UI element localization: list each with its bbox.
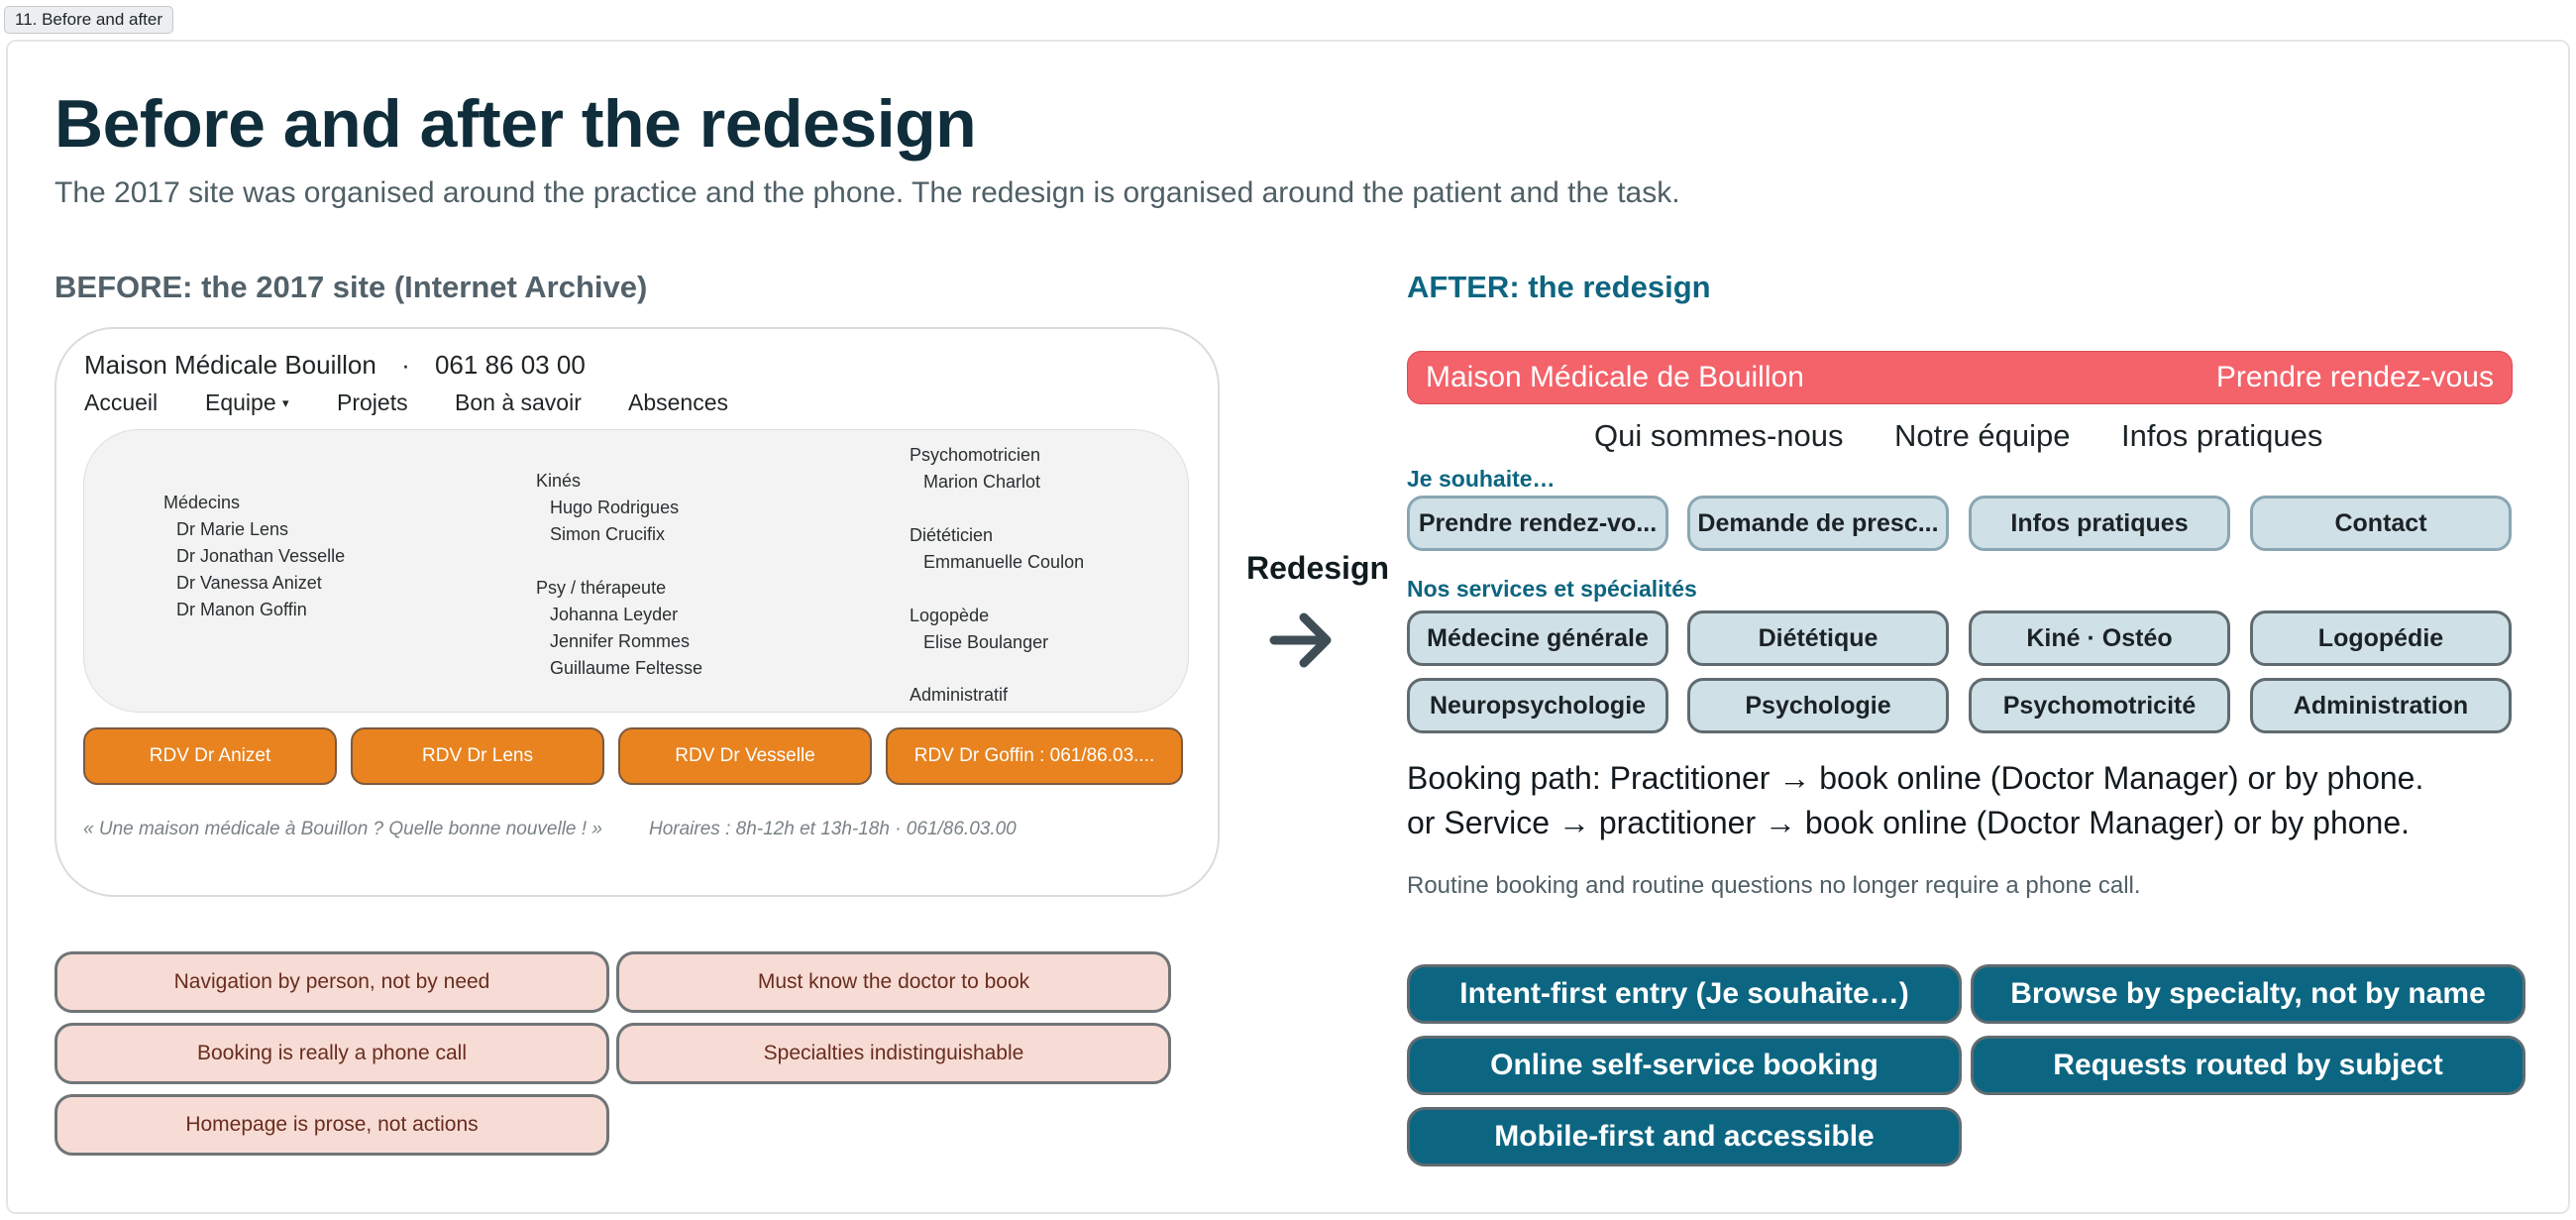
old-site-header: Maison Médicale Bouillon · 061 86 03 00	[84, 350, 586, 381]
service-chip[interactable]: Neuropsychologie	[1407, 678, 1668, 733]
service-chip[interactable]: Médecine générale	[1407, 610, 1668, 666]
old-nav-projets[interactable]: Projets	[337, 389, 408, 415]
old-site-separator: ·	[401, 350, 410, 380]
benefit-tag: Browse by specialty, not by name	[1971, 964, 2525, 1024]
rdv-goffin-button[interactable]: RDV Dr Goffin : 061/86.03....	[886, 727, 1183, 785]
intent-chip[interactable]: Contact	[2250, 496, 2512, 551]
team-member: Johanna Leyder	[550, 605, 679, 624]
team-member: Emmanuelle Coulon	[923, 552, 1085, 572]
caret-down-icon: ▾	[282, 395, 289, 410]
team-group-title: Logopède	[910, 606, 990, 625]
new-nav-practical-info[interactable]: Infos pratiques	[2121, 418, 2323, 453]
redesign-label: Redesign	[1246, 550, 1390, 586]
team-member: Dr Jonathan Vesselle	[176, 546, 346, 566]
old-nav-bon-a-savoir[interactable]: Bon à savoir	[455, 389, 582, 415]
team-member: Hugo Rodrigues	[550, 498, 680, 517]
after-note: Routine booking and routine questions no…	[1407, 872, 2141, 899]
new-nav-about[interactable]: Qui sommes-nous	[1594, 418, 1844, 453]
problem-tag: Specialties indistinguishable	[616, 1023, 1171, 1084]
page-title: Before and after the redesign	[54, 86, 977, 162]
old-team-panel	[83, 429, 1189, 713]
old-nav-accueil[interactable]: Accueil	[84, 389, 159, 415]
intent-chip[interactable]: Demande de presc...	[1687, 496, 1949, 551]
old-site-brand: Maison Médicale Bouillon	[84, 350, 376, 380]
service-chip[interactable]: Psychomotricité	[1969, 678, 2230, 733]
service-chip[interactable]: Diététique	[1687, 610, 1949, 666]
page-subtitle: The 2017 site was organised around the p…	[54, 176, 1680, 209]
problem-tag: Must know the doctor to book	[616, 951, 1171, 1013]
problem-tag: Homepage is prose, not actions	[54, 1094, 609, 1156]
team-member: Simon Crucifix	[550, 524, 666, 544]
rdv-vesselle-button[interactable]: RDV Dr Vesselle	[618, 727, 872, 785]
arrow-right-icon	[1269, 612, 1332, 668]
team-group-title: Diététicien	[910, 525, 994, 545]
problem-tag: Booking is really a phone call	[54, 1023, 609, 1084]
team-member: Guillaume Feltesse	[550, 658, 703, 678]
new-site-header-bar: Maison Médicale de Bouillon Prendre rend…	[1407, 351, 2513, 404]
before-heading: BEFORE: the 2017 site (Internet Archive)	[54, 270, 648, 304]
team-group-title: Kinés	[536, 471, 582, 491]
team-member: Dr Marie Lens	[176, 519, 289, 539]
old-nav-absences[interactable]: Absences	[628, 389, 729, 415]
team-member: Jennifer Rommes	[550, 631, 691, 651]
rdv-anizet-button[interactable]: RDV Dr Anizet	[83, 727, 337, 785]
benefit-tag: Online self-service booking	[1407, 1036, 1962, 1095]
old-nav-equipe[interactable]: Equipe ▾	[205, 389, 289, 416]
booking-path-line: Booking path: Practitioner → book online…	[1407, 760, 2424, 796]
benefit-tag: Requests routed by subject	[1971, 1036, 2525, 1095]
benefit-tag: Mobile-first and accessible	[1407, 1107, 1962, 1166]
old-site-phone: 061 86 03 00	[434, 350, 586, 380]
team-member: Elise Boulanger	[923, 632, 1049, 652]
service-chip[interactable]: Logopédie	[2250, 610, 2512, 666]
service-chip[interactable]: Psychologie	[1687, 678, 1949, 733]
old-nav-equipe-label: Equipe	[205, 389, 276, 415]
problem-tag: Navigation by person, not by need	[54, 951, 609, 1013]
new-nav-team[interactable]: Notre équipe	[1894, 418, 2071, 453]
old-footer-hours: Horaires : 8h-12h et 13h-18h · 061/86.03…	[649, 819, 1017, 839]
booking-path-line: or Service → practitioner → book online …	[1407, 805, 2411, 840]
frame-label[interactable]: 11. Before and after	[4, 6, 174, 34]
intent-chip[interactable]: Prendre rendez-vo...	[1407, 496, 1668, 551]
team-group-title: Psychomotricien	[910, 445, 1041, 465]
benefit-tag: Intent-first entry (Je souhaite…)	[1407, 964, 1962, 1024]
team-group-title: Psy / thérapeute	[536, 578, 667, 598]
team-group-title: Administratif	[910, 685, 1009, 705]
intent-chip[interactable]: Infos pratiques	[1969, 496, 2230, 551]
service-chip[interactable]: Administration	[2250, 678, 2512, 733]
services-section-label: Nos services et spécialités	[1407, 576, 1697, 602]
old-footer-quote: « Une maison médicale à Bouillon ? Quell…	[83, 819, 602, 839]
intent-section-label: Je souhaite…	[1407, 466, 1556, 492]
service-chip[interactable]: Kiné · Ostéo	[1969, 610, 2230, 666]
team-member: Marion Charlot	[923, 472, 1041, 492]
rdv-lens-button[interactable]: RDV Dr Lens	[351, 727, 604, 785]
team-member: Dr Vanessa Anizet	[176, 573, 322, 593]
book-appointment-link[interactable]: Prendre rendez-vous	[2215, 361, 2494, 393]
team-member: Dr Manon Goffin	[176, 600, 307, 619]
after-heading: AFTER: the redesign	[1407, 270, 1711, 304]
team-group-title: Médecins	[163, 493, 241, 512]
new-site-brand[interactable]: Maison Médicale de Bouillon	[1426, 361, 1804, 393]
